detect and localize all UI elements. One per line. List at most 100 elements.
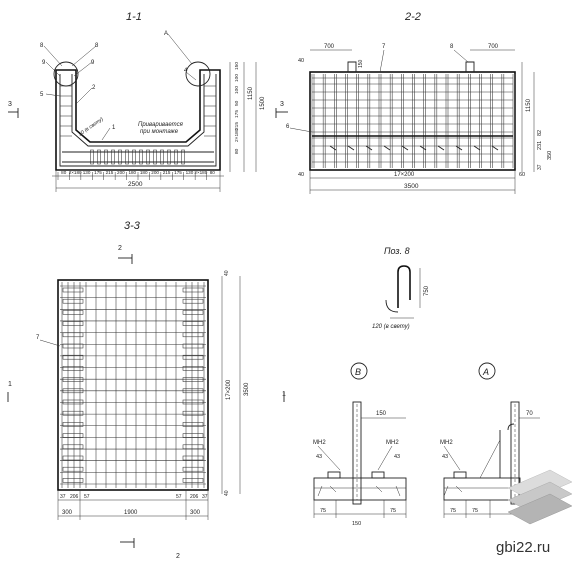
detail-A-bent-bar bbox=[499, 423, 515, 478]
mesh-diagonal bbox=[365, 145, 373, 151]
mesh-diagonal bbox=[329, 145, 337, 151]
floor-bar bbox=[153, 149, 157, 165]
watermark-text: gbi22.ru bbox=[496, 539, 550, 556]
edge-stirrup-left bbox=[62, 298, 84, 304]
section-1-1-floor-bars bbox=[62, 149, 214, 165]
dim-82: 82 bbox=[537, 130, 543, 136]
callout-5: 5 bbox=[40, 92, 44, 98]
detail-B-title: B bbox=[355, 367, 361, 377]
edge-stirrup-left bbox=[62, 366, 84, 371]
dim-bottom-label: 200 bbox=[151, 170, 159, 175]
edge-stirrup-right bbox=[182, 433, 204, 438]
floor-bar bbox=[160, 149, 164, 165]
callout-1: 1 bbox=[112, 125, 116, 131]
callout-6: 6 bbox=[286, 124, 290, 130]
dim-total-2500: 2500 bbox=[128, 181, 143, 188]
dim-bottom-row1-label: 206 bbox=[70, 494, 79, 500]
mesh-diagonal bbox=[473, 145, 481, 151]
dim-17x200-3-3: 17×200 bbox=[226, 379, 232, 400]
floor-bar bbox=[104, 149, 108, 165]
detail-B-dim-150: 150 bbox=[376, 411, 387, 417]
edge-stirrup-left bbox=[62, 354, 84, 360]
item-8-title: Поз. 8 bbox=[384, 246, 410, 256]
dim-right-label: 2×180 bbox=[234, 128, 240, 142]
callout-A: A bbox=[164, 31, 168, 37]
edge-stirrup-left bbox=[62, 321, 84, 326]
dim-bottom-label: 130 bbox=[83, 170, 91, 175]
item-8-detail: Поз. 8 750 120 (в свету) bbox=[372, 246, 430, 330]
detail-A-title: A bbox=[482, 367, 489, 377]
section-mark-2-bottom: 2 bbox=[176, 553, 180, 560]
detail-A-block bbox=[453, 471, 467, 479]
edge-stirrup-left bbox=[62, 310, 84, 315]
dim-bottom-label: 180 bbox=[128, 170, 136, 175]
detail-A-dim-75-left: 75 bbox=[450, 508, 456, 514]
dim-231: 231 bbox=[537, 141, 543, 150]
floor-bar bbox=[167, 149, 171, 165]
callout-2: 2 bbox=[92, 85, 96, 91]
dim-bottom-row1-label: 37 bbox=[60, 494, 66, 500]
dim-right-label: 80 bbox=[234, 148, 240, 154]
edge-stirrup-left bbox=[62, 410, 84, 416]
detail-circle-B bbox=[53, 61, 79, 87]
callout-9-left: 9 bbox=[42, 60, 46, 66]
edge-stirrup-right bbox=[182, 321, 204, 326]
detail-B-label-mn2-right: МН2 bbox=[386, 440, 399, 446]
section-mark-3-left: 3 bbox=[8, 101, 12, 108]
section-1-1-outline bbox=[55, 69, 221, 171]
detail-B-label-mn2-left: МН2 bbox=[313, 440, 326, 446]
callout-9-right: 9 bbox=[91, 60, 95, 66]
dim-right-label: 175 bbox=[234, 110, 240, 118]
edge-stirrup-right bbox=[182, 298, 204, 304]
mesh-diagonal bbox=[455, 145, 463, 151]
callout-7: 7 bbox=[382, 44, 386, 50]
section-2-2-mesh bbox=[311, 74, 516, 168]
floor-bar bbox=[111, 149, 115, 165]
section-3-3-mesh bbox=[60, 282, 206, 488]
dim-1150-2-2: 1150 bbox=[526, 98, 532, 112]
detail-B-dim-75-left: 75 bbox=[320, 508, 326, 514]
detail-B-dim-43-left: 43 bbox=[316, 454, 322, 460]
lifting-hook-left bbox=[347, 61, 357, 72]
note-on-install: при монтаже bbox=[140, 129, 179, 135]
detail-B-plate bbox=[352, 401, 362, 505]
mesh-diagonal bbox=[419, 145, 427, 151]
edge-stirrup-left bbox=[62, 433, 84, 438]
dim-37: 37 bbox=[537, 164, 543, 170]
detail-A-base bbox=[443, 477, 521, 501]
edge-stirrup-right bbox=[182, 399, 204, 405]
callout-7-3-3: 7 bbox=[36, 335, 40, 341]
section-1-1-leaders bbox=[43, 33, 197, 141]
edge-stirrup-right bbox=[182, 332, 204, 338]
dim-40-top: 40 bbox=[298, 58, 304, 64]
dim-bottom-label: 2×180 bbox=[69, 170, 82, 175]
dim-bottom-row1-label: 57 bbox=[176, 494, 182, 500]
edge-stirrup-right bbox=[182, 478, 204, 483]
dim-right-label: 100 bbox=[234, 86, 240, 94]
edge-stirrup-left bbox=[62, 399, 84, 405]
item-8-hook-tail bbox=[385, 299, 399, 313]
edge-stirrup-right bbox=[182, 455, 204, 461]
edge-stirrup-left bbox=[62, 343, 84, 349]
dim-bottom-label: 175 bbox=[94, 170, 102, 175]
note-welded: Приваривается bbox=[138, 122, 184, 128]
dim-1150: 1150 bbox=[248, 86, 254, 100]
callout-8-2-2: 8 bbox=[450, 44, 454, 50]
dim-350: 350 bbox=[547, 151, 553, 160]
edge-stirrup-left bbox=[62, 332, 84, 338]
dim-40-3-3-bottom: 40 bbox=[224, 490, 230, 496]
edge-stirrup-right bbox=[182, 388, 204, 394]
edge-stirrup-right bbox=[182, 343, 204, 349]
dim-bottom-row1-label: 37 bbox=[202, 494, 208, 500]
watermark-logo-icon bbox=[507, 469, 573, 525]
lifting-hook-right bbox=[465, 61, 475, 72]
item-8-dim-120: 120 (в свету) bbox=[372, 324, 410, 330]
dim-bottom-label: 130 bbox=[186, 170, 194, 175]
section-1-1-rebar-inner bbox=[59, 74, 217, 167]
dim-700-left: 700 bbox=[324, 44, 335, 50]
edge-stirrup-left bbox=[62, 377, 84, 382]
detail-B-block-left bbox=[327, 471, 341, 479]
section-1-1: 1-1 8 8 9 9 A 4 5 2 1 3 bbox=[8, 11, 266, 192]
